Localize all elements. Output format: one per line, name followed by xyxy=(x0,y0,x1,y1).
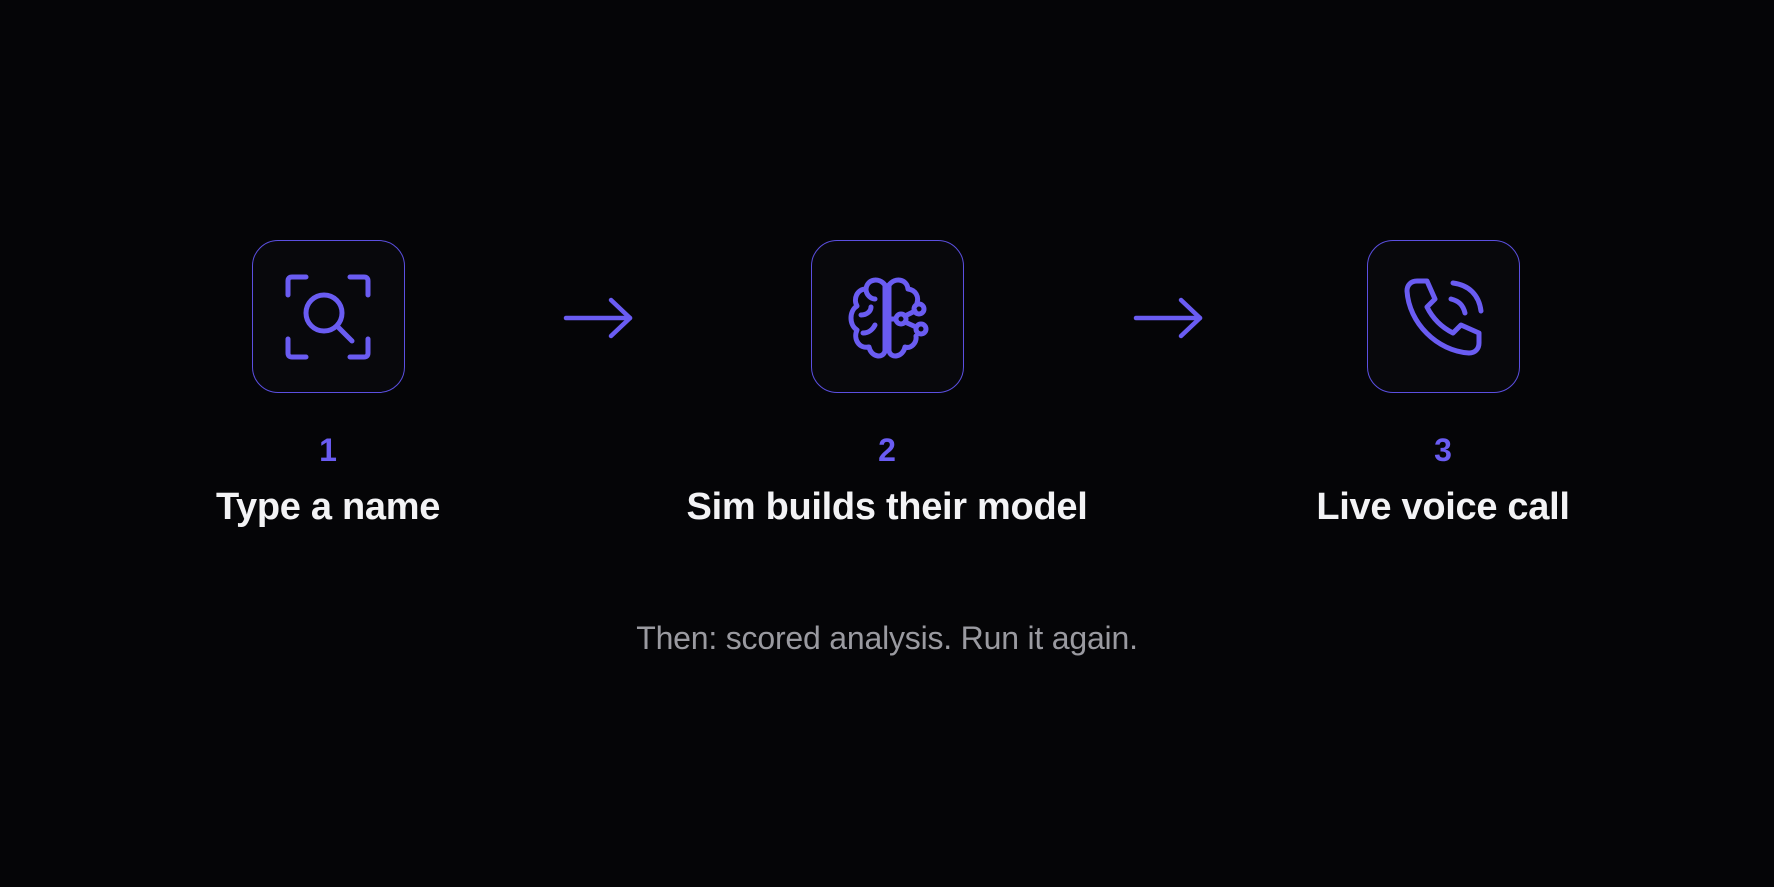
arrow-right-icon xyxy=(563,297,633,339)
phone-call-icon xyxy=(1404,278,1484,355)
brain-circuit-icon xyxy=(848,277,929,358)
footnote-text: Then: scored analysis. Run it again. xyxy=(636,620,1138,656)
step-label: Live voice call xyxy=(1316,486,1570,528)
step-number: 3 xyxy=(1434,432,1452,468)
step-type-a-name: 1 Type a name xyxy=(98,240,558,529)
step-number: 2 xyxy=(878,432,896,468)
step-icon-box xyxy=(1366,240,1520,393)
step-number: 1 xyxy=(319,432,337,468)
scan-search-icon xyxy=(285,274,371,359)
step-sim-builds-model: 2 Sim builds their model xyxy=(657,240,1117,529)
step-icon-box xyxy=(251,240,405,393)
step-label: Type a name xyxy=(215,486,441,528)
step-live-voice-call: 3 Live voice call xyxy=(1213,240,1673,529)
step-icon-box xyxy=(810,240,964,393)
step-label: Sim builds their model xyxy=(686,486,1088,528)
arrow-right-icon xyxy=(1133,297,1203,339)
